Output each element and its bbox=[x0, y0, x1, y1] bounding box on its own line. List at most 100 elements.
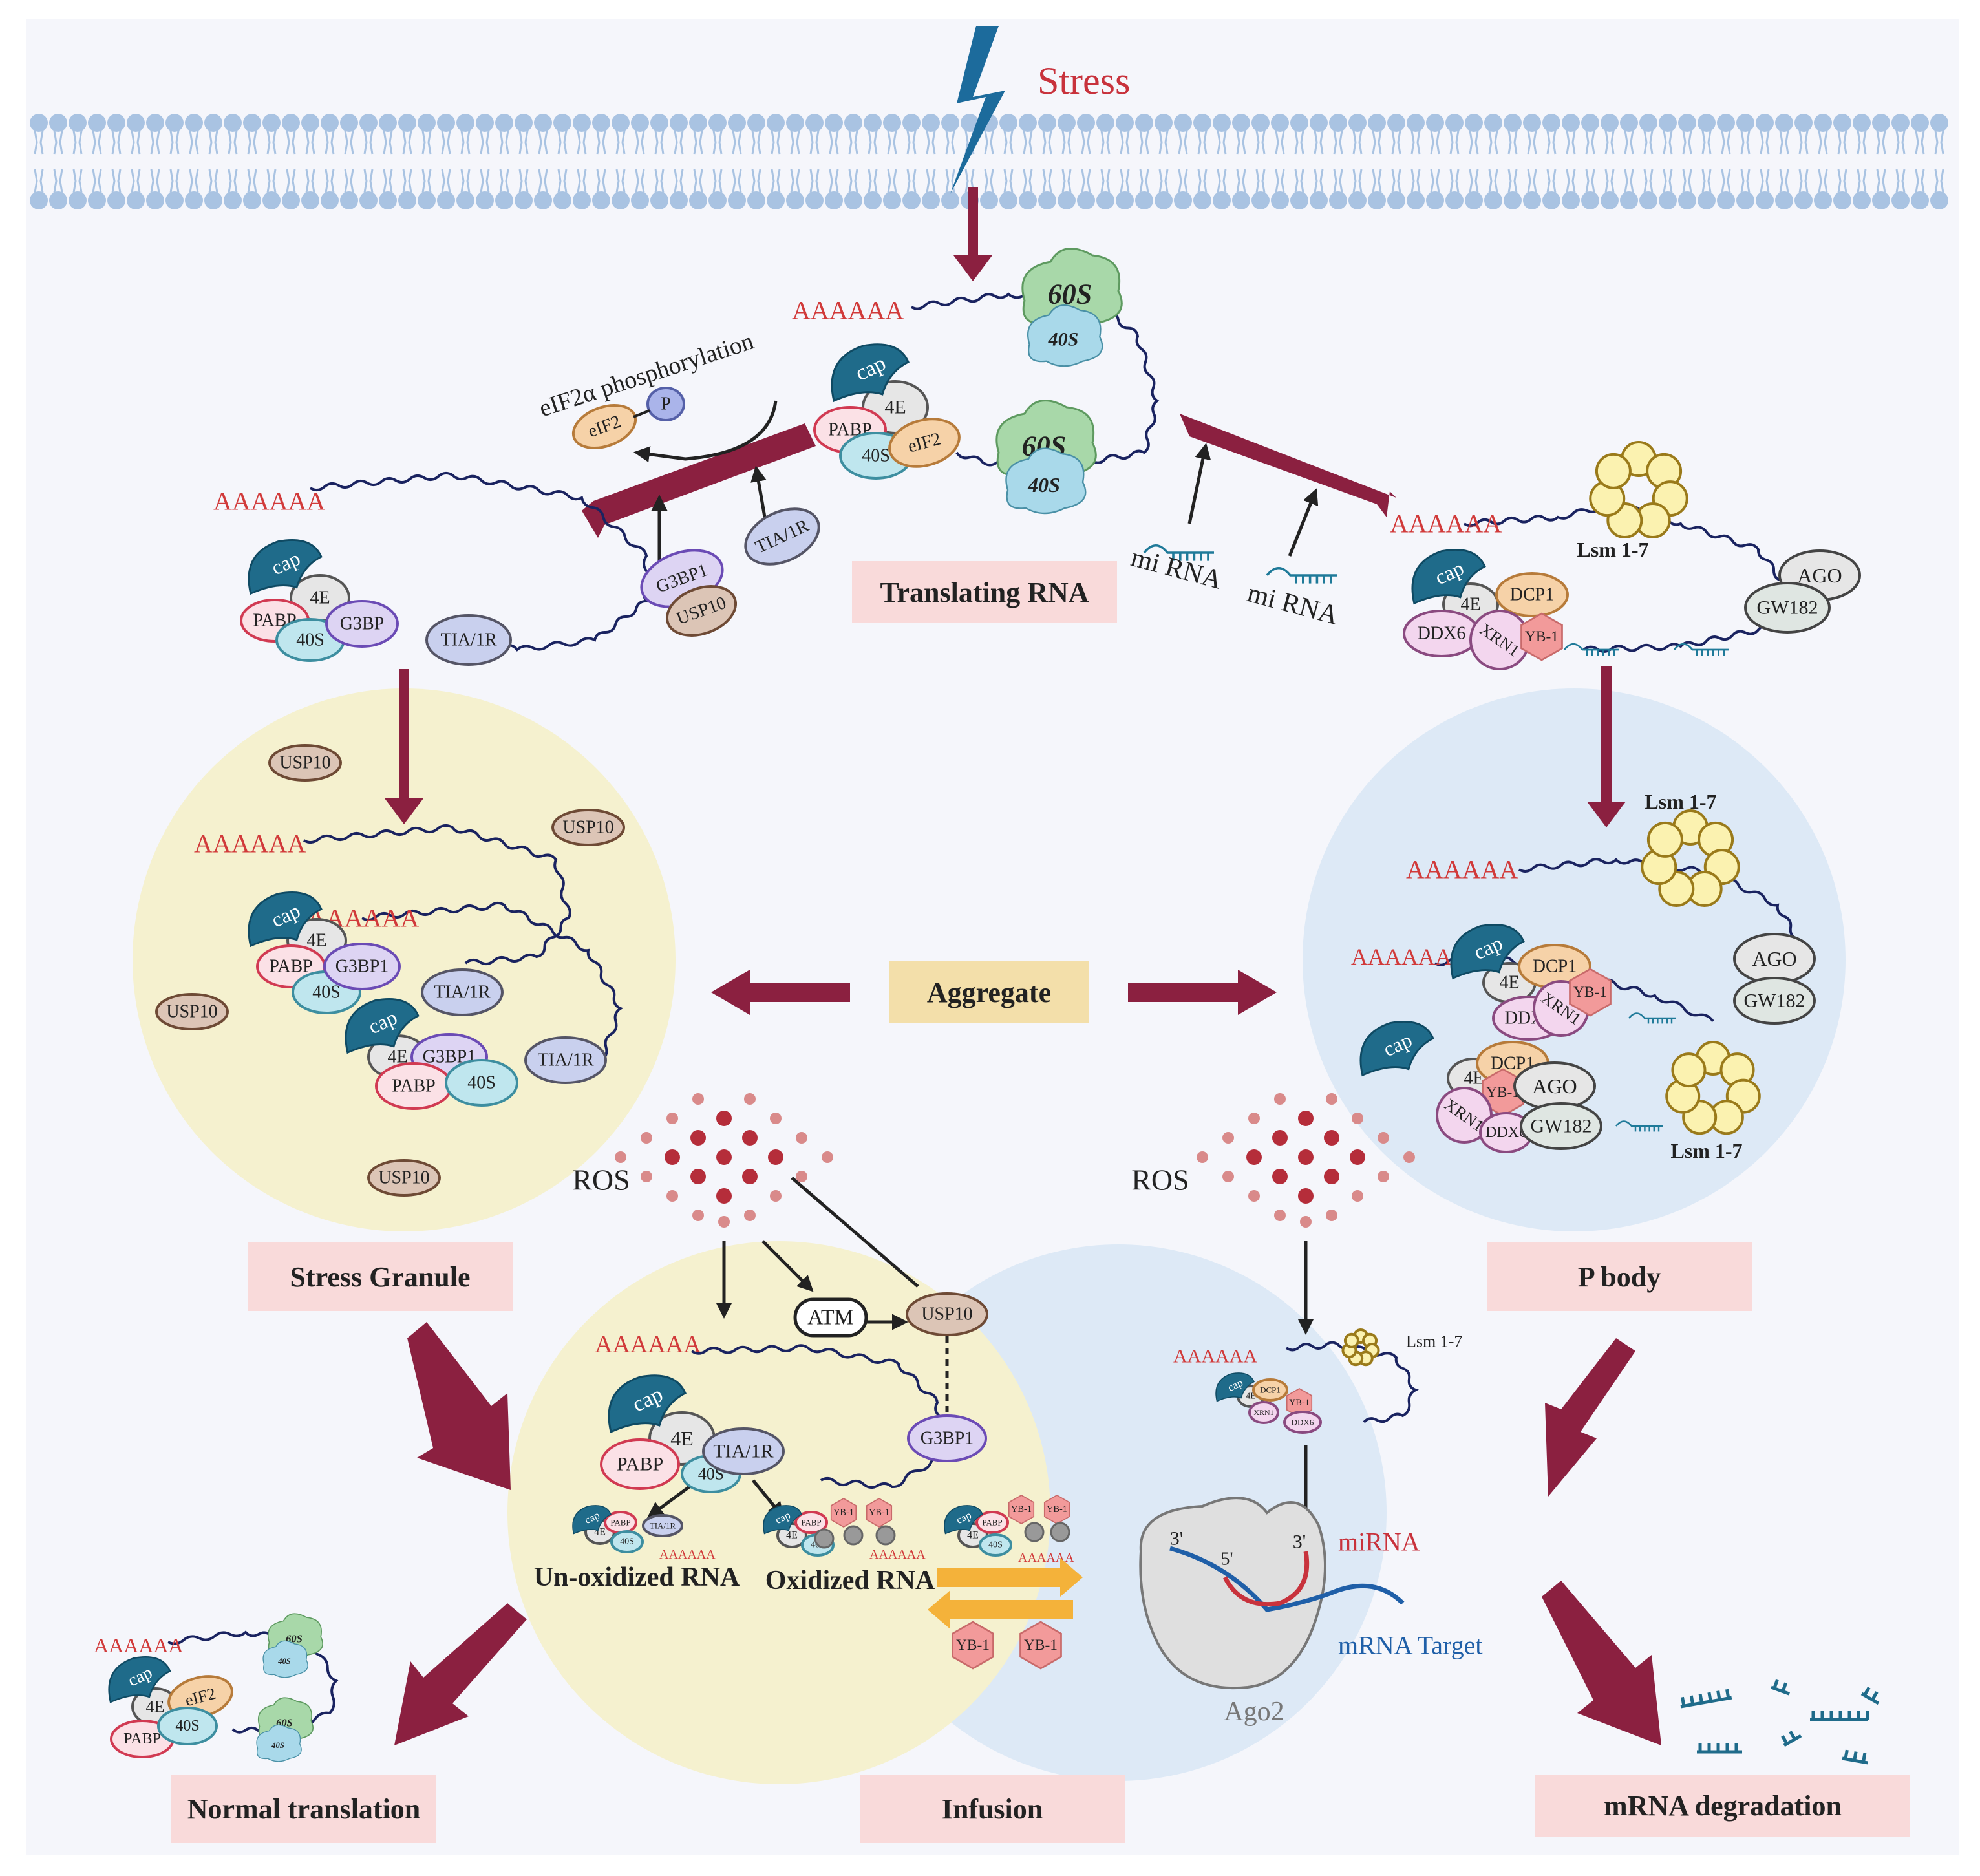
stress-granule-box: Stress Granule bbox=[248, 1242, 513, 1311]
ribosome-60s-top: 60S bbox=[1021, 248, 1123, 331]
lsm-ring-top bbox=[1589, 441, 1688, 539]
poly-a-tail: AAAAAA bbox=[1390, 509, 1502, 538]
mrna-target-label: mRNA Target bbox=[1338, 1631, 1483, 1660]
lsm-label-top: Lsm 1-7 bbox=[1577, 538, 1648, 561]
poly-a-tail: AAAAAA bbox=[1173, 1346, 1257, 1367]
inhibit-bar bbox=[791, 1177, 813, 1196]
cap-icon: cap bbox=[1450, 923, 1525, 980]
gw-protein bbox=[1733, 977, 1816, 1025]
mirna-bound-pb-2 bbox=[1615, 1120, 1663, 1132]
lsm-ring-infusion bbox=[1341, 1328, 1380, 1367]
gw-label: GW182 bbox=[1744, 990, 1805, 1012]
rna-strand bbox=[303, 824, 571, 965]
arrow-pbody-enter bbox=[1587, 802, 1626, 827]
lsm-ring-pbody-bottom bbox=[1665, 1041, 1761, 1135]
rna-fragment-4 bbox=[1860, 1687, 1880, 1705]
infusion-box: Infusion bbox=[860, 1775, 1125, 1843]
pabp-label: PABP bbox=[610, 1518, 630, 1528]
translating-rna-label: Translating RNA bbox=[852, 561, 1117, 623]
e4-label: 4E bbox=[310, 588, 330, 608]
eif2-protein bbox=[888, 418, 961, 468]
yb1-label: YB-1 bbox=[1011, 1504, 1032, 1515]
mirna-icon-1 bbox=[1143, 544, 1215, 561]
poly-a-tail: AAAAAA bbox=[1406, 855, 1518, 884]
yb1-label: YB-1 bbox=[1573, 984, 1607, 1001]
cap-icon: cap bbox=[248, 538, 323, 595]
ddx6-label: DDX6 bbox=[1292, 1418, 1314, 1427]
yb1-label: YB-1 bbox=[1024, 1637, 1058, 1654]
three-prime-label-2: 3' bbox=[1293, 1531, 1306, 1553]
pabp-protein bbox=[975, 1511, 1009, 1534]
usp-protein bbox=[906, 1292, 988, 1336]
g3bp-protein bbox=[325, 600, 399, 648]
mirna-bound-1 bbox=[1563, 643, 1619, 656]
mirna-bound-pb-1 bbox=[1628, 1012, 1676, 1024]
e4-label: 4E bbox=[306, 931, 326, 951]
ribosome-60s-top-label: 60S bbox=[1048, 279, 1092, 310]
p-label: P bbox=[661, 394, 671, 414]
poly-a-tail: AAAAAA bbox=[1018, 1551, 1074, 1565]
s40-label: 40S bbox=[862, 446, 890, 466]
pabp-label: PABP bbox=[982, 1518, 1002, 1528]
pabp-label: PABP bbox=[392, 1076, 435, 1096]
s40-protein bbox=[445, 1059, 518, 1107]
ros-cluster-right bbox=[1197, 1093, 1415, 1228]
e4-label: 4E bbox=[1460, 595, 1480, 615]
e4-label: 4E bbox=[884, 397, 906, 418]
cap-icon: cap bbox=[1411, 548, 1486, 605]
yb1-protein: YB-1 bbox=[1019, 1621, 1062, 1670]
lightning-bolt-icon bbox=[950, 26, 1005, 194]
p-body-box: P body bbox=[1487, 1242, 1752, 1311]
arrow-aggregate-right bbox=[1128, 970, 1277, 1015]
oxidation-mark bbox=[1024, 1522, 1045, 1542]
cap-icon: cap bbox=[1359, 1020, 1434, 1077]
yb1-protein: YB-1 bbox=[830, 1498, 857, 1528]
tia-protein bbox=[744, 507, 820, 566]
yb1-protein: YB-1 bbox=[866, 1498, 893, 1528]
ago-label: AGO bbox=[1532, 1074, 1577, 1098]
arrow-to-infusion-left bbox=[407, 1322, 511, 1490]
tia-label: TIA/1R bbox=[713, 1441, 773, 1462]
tia-label: TIA/1R bbox=[434, 983, 490, 1003]
tia-label: TIA/1R bbox=[440, 630, 496, 650]
xrn1-protein bbox=[1248, 1401, 1279, 1424]
exchange-arrow-right bbox=[937, 1558, 1083, 1597]
unoxidized-label: Un-oxidized RNA bbox=[534, 1562, 740, 1592]
ago-label: AGO bbox=[1752, 947, 1796, 970]
five-prime-label: 5' bbox=[1220, 1550, 1233, 1570]
arrow-to-degradation bbox=[1542, 1581, 1661, 1745]
dcp1-label: DCP1 bbox=[1533, 957, 1577, 977]
s40-protein bbox=[979, 1533, 1012, 1557]
pabp-label: PABP bbox=[269, 957, 312, 977]
g3bp-protein bbox=[907, 1414, 987, 1462]
mirna-icon-2 bbox=[1266, 566, 1337, 584]
dcp1-label: DCP1 bbox=[1510, 585, 1554, 605]
poly-a-tail: AAAAAA bbox=[1351, 944, 1452, 970]
exchange-arrow-left bbox=[928, 1590, 1073, 1629]
tia-protein bbox=[421, 968, 504, 1016]
usp-protein bbox=[268, 744, 342, 782]
ddx6-protein bbox=[1283, 1411, 1322, 1434]
s40-protein bbox=[157, 1707, 218, 1745]
inhibit-line-usp10-ros bbox=[800, 1185, 919, 1288]
rna-strand bbox=[690, 1344, 947, 1489]
yb1-label: YB-1 bbox=[833, 1508, 854, 1518]
gw-protein bbox=[1744, 582, 1831, 634]
atm-protein bbox=[793, 1297, 868, 1338]
g3bp-label: G3BP bbox=[340, 614, 384, 634]
cap-icon: cap bbox=[831, 343, 910, 403]
normal-translation-box: Normal translation bbox=[171, 1775, 436, 1843]
ribosome-40s-mid-label: 40S bbox=[1027, 473, 1060, 496]
yb1-protein: YB-1 bbox=[1008, 1495, 1035, 1524]
cap-icon: cap bbox=[944, 1505, 983, 1535]
rna-strand bbox=[309, 472, 650, 652]
e4-label: 4E bbox=[786, 1530, 798, 1541]
s40-label: 40S bbox=[467, 1073, 496, 1093]
usp-label: USP10 bbox=[279, 753, 330, 773]
s40-label: 40S bbox=[296, 630, 325, 650]
tia-protein bbox=[642, 1514, 683, 1537]
s40-label: 40S bbox=[175, 1718, 199, 1734]
three-prime-label-1: 3' bbox=[1170, 1528, 1183, 1550]
